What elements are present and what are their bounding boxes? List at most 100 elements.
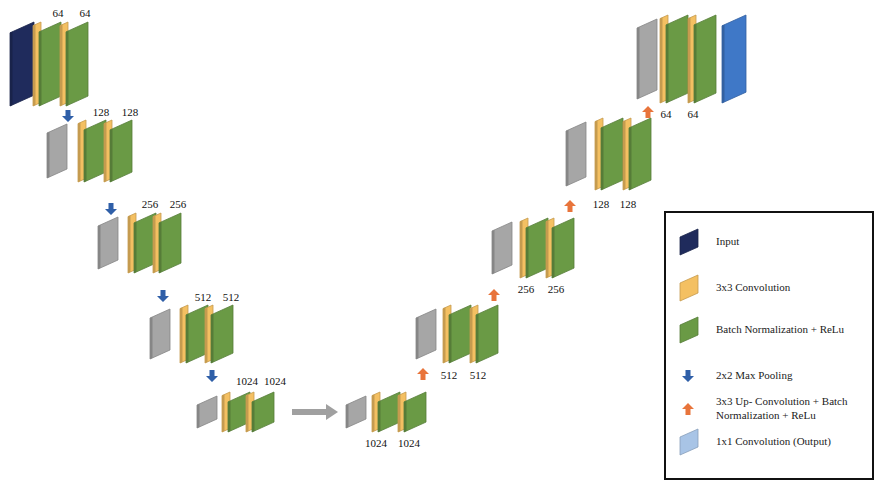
- channel-count: 1024: [398, 437, 420, 449]
- channel-count: 64: [80, 7, 91, 19]
- legend-samples: [680, 229, 698, 455]
- max-pool-arrow: [62, 110, 74, 122]
- conv-slab: [623, 118, 631, 190]
- conv-slab: [180, 305, 188, 363]
- bn-relu-slab-edge: [39, 31, 42, 106]
- conv-slab: [205, 305, 213, 363]
- feature-map-slab-edge: [566, 130, 569, 186]
- channel-count: 128: [620, 198, 637, 210]
- channel-count: 1024: [236, 375, 258, 387]
- bn-relu-slab-edge: [629, 127, 632, 190]
- channel-count: 256: [548, 283, 565, 295]
- conv-slab-edge: [78, 123, 81, 182]
- bn-relu-slab: [252, 392, 274, 432]
- legend-text: Input: [716, 235, 866, 249]
- conv-slab-edge: [372, 395, 375, 432]
- legend-swatch: [680, 275, 698, 301]
- bn-relu-slab: [552, 218, 574, 278]
- legend-text: 3x3 Convolution: [716, 281, 866, 295]
- conv-slab: [128, 213, 136, 273]
- bn-relu-slab: [39, 22, 61, 106]
- bn-relu-slab-edge: [134, 222, 137, 273]
- up-conv-arrow: [564, 200, 576, 212]
- channel-count: 256: [142, 198, 159, 210]
- bn-relu-slab: [228, 392, 250, 432]
- bn-relu-slab: [449, 305, 471, 363]
- bn-relu-slab: [666, 15, 688, 103]
- output-slab: [722, 15, 746, 103]
- input-slab-edge: [10, 32, 13, 106]
- bn-relu-slab-edge: [211, 314, 214, 363]
- conv-slab-edge: [470, 308, 473, 363]
- channel-count: 1024: [365, 437, 387, 449]
- bn-relu-slab-edge: [228, 401, 231, 432]
- feature-map-slab-edge: [637, 27, 640, 99]
- conv-slab: [520, 218, 528, 278]
- conv-slab-edge: [33, 25, 36, 106]
- bn-relu-slab-edge: [66, 31, 69, 106]
- legend-text: 1x1 Convolution (Output): [716, 435, 866, 449]
- conv-slab-edge: [246, 395, 249, 432]
- channel-count: 512: [470, 369, 487, 381]
- feature-map-slab-edge: [197, 404, 200, 428]
- legend-pool-arrow: [682, 370, 694, 382]
- bn-relu-slab-edge: [159, 222, 162, 273]
- bn-relu-slab: [378, 392, 400, 432]
- feature-map-slab: [492, 222, 512, 274]
- conv-slab-edge: [688, 18, 691, 103]
- max-pool-arrow: [206, 370, 218, 382]
- conv-slab-edge: [205, 308, 208, 363]
- conv-slab: [60, 22, 68, 106]
- network-blocks: [10, 15, 746, 432]
- bn-relu-slab: [404, 392, 426, 432]
- feature-map-slab-edge: [492, 230, 495, 274]
- bn-relu-slab: [694, 15, 716, 103]
- bn-relu-slab: [211, 305, 233, 363]
- legend-swatch: [680, 229, 698, 255]
- max-pool-arrow: [157, 290, 169, 302]
- conv-slab-edge: [180, 308, 183, 363]
- up-conv-arrow: [488, 289, 500, 301]
- conv-slab-edge: [60, 25, 63, 106]
- feature-map-slab: [47, 124, 67, 178]
- feature-map-slab: [346, 396, 366, 428]
- max-pool-arrow: [105, 203, 117, 215]
- up-conv-arrow: [642, 106, 654, 118]
- bn-relu-slab-edge: [526, 227, 529, 278]
- bn-relu-slab: [84, 120, 106, 182]
- feature-map-slab-edge: [416, 317, 419, 359]
- channel-count: 128: [593, 198, 610, 210]
- bn-relu-slab: [159, 213, 181, 273]
- legend-text: 3x3 Up- Convolution + Batch Normalizatio…: [716, 395, 866, 423]
- feature-map-slab: [197, 396, 217, 428]
- conv-slab: [470, 305, 478, 363]
- feature-map-slab: [150, 309, 170, 359]
- conv-slab: [153, 213, 161, 273]
- conv-slab: [372, 392, 380, 432]
- bn-relu-slab: [601, 118, 623, 190]
- channel-count: 64: [661, 108, 672, 120]
- legend-text: 2x2 Max Pooling: [716, 369, 866, 383]
- conv-slab-edge: [222, 395, 225, 432]
- bn-relu-slab-edge: [694, 24, 697, 103]
- bn-relu-slab-edge: [378, 401, 381, 432]
- conv-slab-edge: [104, 123, 107, 182]
- conv-slab: [222, 392, 230, 432]
- conv-slab: [688, 15, 696, 103]
- bn-relu-slab: [110, 120, 132, 182]
- channel-count: 256: [170, 198, 187, 210]
- legend-frame: [665, 212, 873, 479]
- legend-swatch: [680, 429, 698, 455]
- feature-map-slab-edge: [98, 225, 101, 269]
- bn-relu-slab-edge: [666, 24, 669, 103]
- bn-relu-slab: [66, 22, 88, 106]
- feature-map-slab: [416, 309, 436, 359]
- conv-slab: [546, 218, 554, 278]
- conv-slab: [33, 22, 41, 106]
- feature-map-slab: [566, 122, 586, 186]
- bn-relu-slab: [476, 305, 498, 363]
- legend-swatch: [680, 317, 698, 343]
- conv-slab-edge: [520, 221, 523, 278]
